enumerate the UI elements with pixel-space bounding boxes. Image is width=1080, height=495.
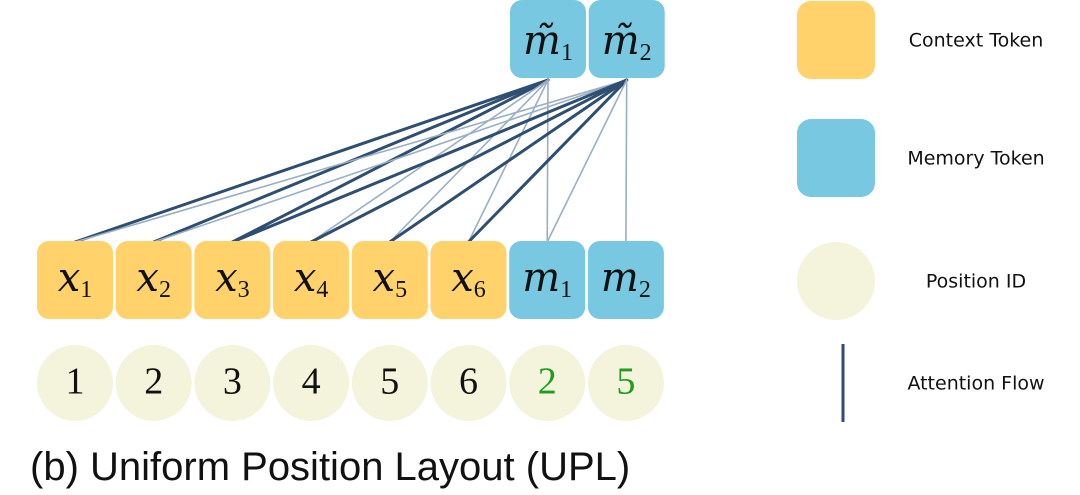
compressed-memory-label: m̃2 [602,18,652,66]
attention-flow-line [73,78,550,244]
legend-swatch-position [797,242,875,320]
position-id-value: 5 [616,361,635,403]
legend-label: Attention Flow [907,373,1044,395]
context-token-4: x4 [273,241,350,319]
legend-swatch-context [797,1,875,79]
context-token-box [115,241,192,319]
position-id-value: 4 [302,361,321,403]
legend-label: Memory Token [907,148,1044,170]
context-token-label: x4 [294,255,329,303]
context-token-6: x6 [430,241,507,319]
position-id-circle [509,345,586,421]
position-id-circle [37,345,113,421]
attention-flow-line [309,78,629,244]
context-token-5: x5 [351,241,428,319]
context-token-box [351,241,428,319]
context-token-2: x2 [115,241,192,319]
memory-token-8: m2 [587,241,664,319]
context-token-label: x5 [373,255,408,303]
position-id-circle [430,345,507,421]
token-row: x1 x2 x3 x4 x5 x6 m1 m2 [37,241,664,319]
figure-caption: (b) Uniform Position Layout (UPL) [30,445,630,489]
position-id-circle [351,345,428,421]
context-token-label: x6 [451,255,486,303]
legend-item-position: Position ID [797,242,1026,320]
context-token-label: x2 [136,255,171,303]
attention-flow-line [388,78,629,244]
position-id-3: 3 [194,345,271,421]
position-id-1: 1 [37,345,113,421]
attention-flows [73,78,629,244]
position-id-circle [194,345,271,421]
memory-token-box [509,241,586,319]
position-id-circle [587,345,664,421]
context-token-box [194,241,271,319]
attention-flow-line [152,79,628,243]
position-id-value: 1 [66,361,85,403]
legend-label: Position ID [926,271,1026,293]
attention-flow-line [467,78,629,244]
position-id-8: 5 [587,345,664,421]
compressed-memory-token-2: m̃2 [588,0,665,78]
position-id-2: 2 [115,345,192,421]
memory-token-box [587,241,664,319]
position-id-circle [273,345,350,421]
position-id-value: 5 [380,361,399,403]
position-id-4: 4 [273,345,350,421]
compressed-memory-label: m̃1 [523,18,573,66]
legend-item-flow: Attention Flow [841,344,1045,422]
context-token-label: x3 [215,255,250,303]
position-id-6: 6 [430,345,507,421]
context-token-1: x1 [37,241,113,319]
position-id-circle [115,345,192,421]
context-token-box [37,241,113,319]
memory-token-label: m1 [522,255,572,303]
context-token-3: x3 [194,241,271,319]
legend-item-context: Context Token [797,1,1043,79]
memory-token-7: m1 [509,241,586,319]
position-id-value: 3 [223,361,242,403]
position-id-row: 1 2 3 4 5 6 2 5 [37,345,664,421]
context-token-box [430,241,507,319]
compressed-memory-box [510,0,586,78]
attention-flow-line [230,78,629,244]
attention-flow-line [546,79,628,243]
attention-flow-line [625,79,628,243]
memory-token-label: m2 [601,255,651,303]
legend-label: Context Token [909,30,1044,52]
position-id-5: 5 [351,345,428,421]
context-token-label: x1 [58,255,93,303]
compressed-memory-box [588,0,665,78]
compressed-memory-row: m̃1 m̃2 [510,0,665,78]
attention-flow-line [74,79,628,243]
position-id-7: 2 [509,345,586,421]
context-token-box [273,241,350,319]
compressed-memory-token-1: m̃1 [510,0,586,78]
position-id-value: 2 [144,361,163,403]
legend-swatch-memory [797,119,875,197]
position-id-value: 2 [538,361,557,403]
position-id-value: 6 [459,361,478,403]
legend-item-memory: Memory Token [797,119,1045,197]
